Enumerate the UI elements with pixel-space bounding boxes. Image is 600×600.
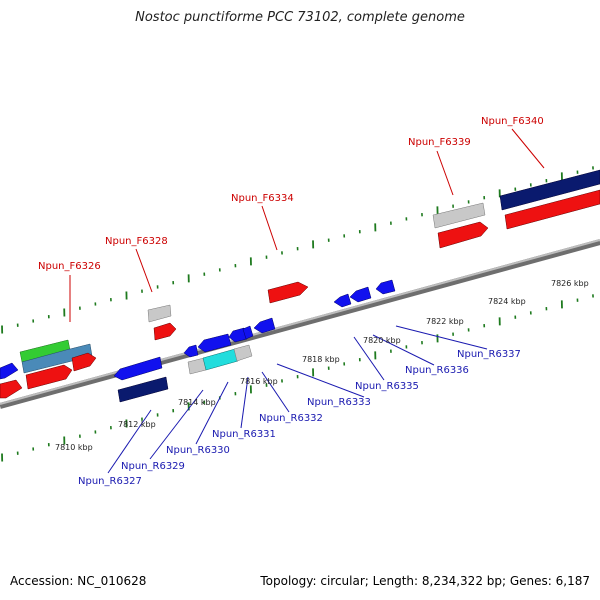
leader-line-r6333 (276, 363, 365, 398)
scale-label-7812: 7812 kbp (118, 420, 156, 429)
gene-f6339-grey[interactable] (432, 202, 486, 229)
outer-tick-row (1, 166, 594, 334)
gene-f6326b[interactable] (71, 352, 97, 372)
map-title: Nostoc punctiforme PCC 73102, complete g… (135, 10, 465, 25)
label-f6334: Npun_F6334 (231, 193, 294, 204)
gene-r6327[interactable] (113, 356, 163, 381)
label-r6329: Npun_R6329 (121, 461, 185, 472)
label-r6331: Npun_R6331 (212, 429, 276, 440)
leader-line-r6330 (195, 381, 229, 445)
gene-f6328-grey[interactable] (147, 304, 172, 323)
gene-r6331b[interactable] (242, 325, 254, 340)
gene-r6335[interactable] (333, 293, 352, 308)
gene-r6337[interactable] (375, 279, 396, 295)
label-r6335: Npun_R6335 (355, 381, 419, 392)
scale-label-7810: 7810 kbp (55, 443, 93, 452)
gene-r6332[interactable] (253, 317, 276, 334)
leader-line-r6335 (353, 336, 385, 381)
gene-r6327-dark[interactable] (117, 376, 169, 403)
gene-r6330-cyan[interactable] (202, 348, 239, 371)
gene-forward-edge-red[interactable] (0, 379, 23, 399)
gene-r6330[interactable] (197, 333, 232, 353)
accession-text: Accession: NC_010628 (10, 574, 147, 588)
label-r6330: Npun_R6330 (166, 445, 230, 456)
gene-f6328[interactable] (153, 322, 177, 341)
inner-tick-row (1, 294, 594, 462)
scale-label-7826: 7826 kbp (551, 279, 589, 288)
scale-label-7822: 7822 kbp (426, 317, 464, 326)
gene-r6331-grey[interactable] (233, 344, 253, 362)
genome-backbone-highlight (0, 239, 600, 405)
leader-line-r6327 (107, 409, 152, 474)
gene-f6326[interactable] (25, 364, 73, 390)
gene-r6329[interactable] (183, 344, 199, 358)
label-f6328: Npun_F6328 (105, 236, 168, 247)
gene-r6331[interactable] (228, 327, 248, 343)
gene-f6334[interactable] (267, 281, 309, 304)
genome-summary-text: Topology: circular; Length: 8,234,322 bp… (260, 574, 590, 588)
scale-label-7820: 7820 kbp (363, 336, 401, 345)
gene-f6340-dark[interactable] (499, 169, 600, 211)
label-f6340: Npun_F6340 (481, 116, 544, 127)
leader-line-r6336 (372, 334, 435, 366)
scale-label-7824: 7824 kbp (488, 297, 526, 306)
label-f6339: Npun_F6339 (408, 137, 471, 148)
gene-steelblue[interactable] (21, 343, 93, 374)
leader-line-r6332 (261, 371, 290, 413)
label-r6327: Npun_R6327 (78, 476, 142, 487)
scale-label-7814: 7814 kbp (178, 398, 216, 407)
scale-label-7816: 7816 kbp (240, 377, 278, 386)
leader-line-f6328 (135, 248, 153, 293)
gene-f6340[interactable] (504, 189, 600, 230)
genome-backbone (0, 239, 600, 409)
leader-line-f6339 (436, 150, 454, 196)
scale-label-7818: 7818 kbp (302, 355, 340, 364)
label-r6337: Npun_R6337 (457, 349, 521, 360)
label-f6326: Npun_F6326 (38, 261, 101, 272)
label-r6333: Npun_R6333 (307, 397, 371, 408)
gene-f6339[interactable] (437, 221, 489, 249)
leader-line-f6334 (261, 205, 278, 251)
label-r6332: Npun_R6332 (259, 413, 323, 424)
leader-line-r6331 (240, 376, 249, 429)
gene-r6329-grey[interactable] (187, 357, 207, 375)
gene-r6336[interactable] (349, 286, 372, 303)
gene-forward-edge-blue[interactable] (0, 362, 19, 380)
leader-line-r6329 (149, 389, 204, 460)
leader-line-r6337 (395, 325, 488, 350)
leader-line-f6340 (511, 128, 545, 169)
label-r6336: Npun_R6336 (405, 365, 469, 376)
